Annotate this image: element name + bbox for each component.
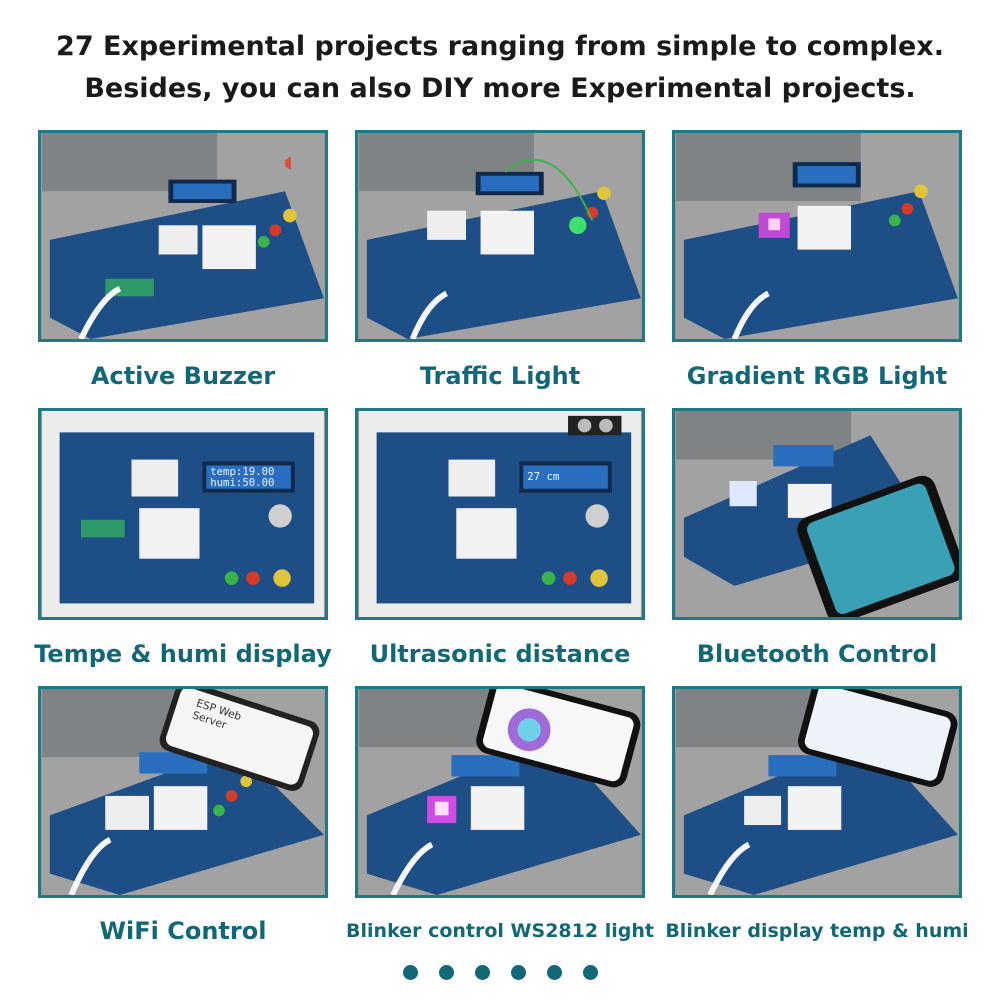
caption-active-buzzer: Active Buzzer: [90, 362, 276, 390]
project-image-wifi-control: ESP Web Server: [38, 686, 328, 898]
caption-ultrasonic-distance: Ultrasonic distance: [369, 640, 631, 668]
caption-traffic-light: Traffic Light: [419, 362, 581, 390]
project-image-traffic-light: [355, 130, 645, 342]
lcd-line-2: humi:50.00: [210, 476, 274, 489]
project-image-blinker-ws2812: [355, 686, 645, 898]
pagination-dot[interactable]: [474, 965, 490, 980]
pagination-dots: [0, 965, 1000, 981]
pagination-dot[interactable]: [546, 965, 562, 980]
lcd-line-1: temp:19.00: [210, 465, 274, 478]
caption-gradient-rgb-light: Gradient RGB Light: [686, 362, 948, 390]
pagination-dot[interactable]: [402, 965, 418, 980]
caption-blinker-ws2812: Blinker control WS2812 light: [346, 920, 654, 942]
pagination-dot[interactable]: [510, 965, 526, 980]
lcd-line-1: 27 cm: [527, 470, 559, 483]
headline: 27 Experimental projects ranging from si…: [0, 26, 1000, 110]
pagination-dot[interactable]: [582, 965, 598, 980]
project-image-bluetooth-control: [672, 408, 962, 620]
project-image-ultrasonic-distance: 27 cm: [355, 408, 645, 620]
board-photo: [42, 133, 324, 339]
caption-blinker-temp-humi: Blinker display temp & humi: [665, 920, 969, 942]
project-image-gradient-rgb-light: [672, 130, 962, 342]
project-image-blinker-temp-humi: [672, 686, 962, 898]
headline-line-2: Besides, you can also DIY more Experimen…: [84, 73, 916, 104]
caption-wifi-control: WiFi Control: [99, 917, 267, 945]
project-image-tempe-humi-display: temp:19.00 humi:50.00: [38, 408, 328, 620]
pagination-dot[interactable]: [438, 965, 454, 980]
caption-bluetooth-control: Bluetooth Control: [696, 640, 938, 668]
project-image-active-buzzer: [38, 130, 328, 342]
caption-tempe-humi-display: Tempe & humi display: [34, 640, 332, 668]
headline-line-1: 27 Experimental projects ranging from si…: [56, 31, 944, 62]
